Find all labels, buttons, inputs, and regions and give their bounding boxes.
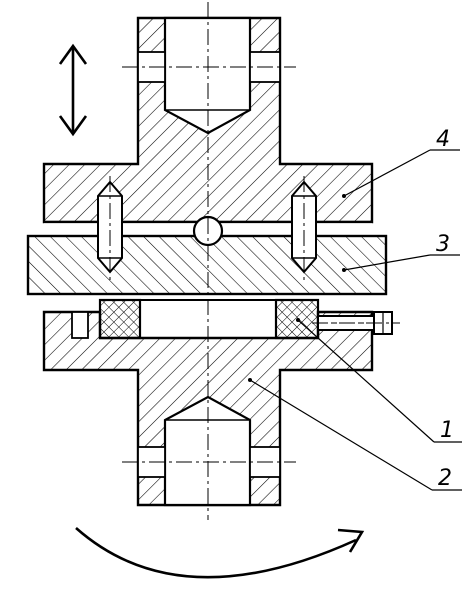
callout-4-label: 4 bbox=[436, 127, 450, 152]
callout-1: 1 bbox=[296, 318, 462, 443]
centerlines bbox=[109, 2, 400, 520]
callout-3: 3 bbox=[342, 232, 460, 272]
callout-3-label: 3 bbox=[436, 232, 450, 257]
double-arrow-icon bbox=[58, 43, 88, 137]
callout-4: 4 bbox=[342, 127, 460, 198]
elastic-ring-part-1 bbox=[98, 298, 320, 340]
callout-1-label: 1 bbox=[440, 418, 454, 443]
callout-2: 2 bbox=[248, 378, 462, 491]
callout-2-label: 2 bbox=[438, 466, 452, 491]
rotation-arrow-icon bbox=[75, 527, 365, 579]
